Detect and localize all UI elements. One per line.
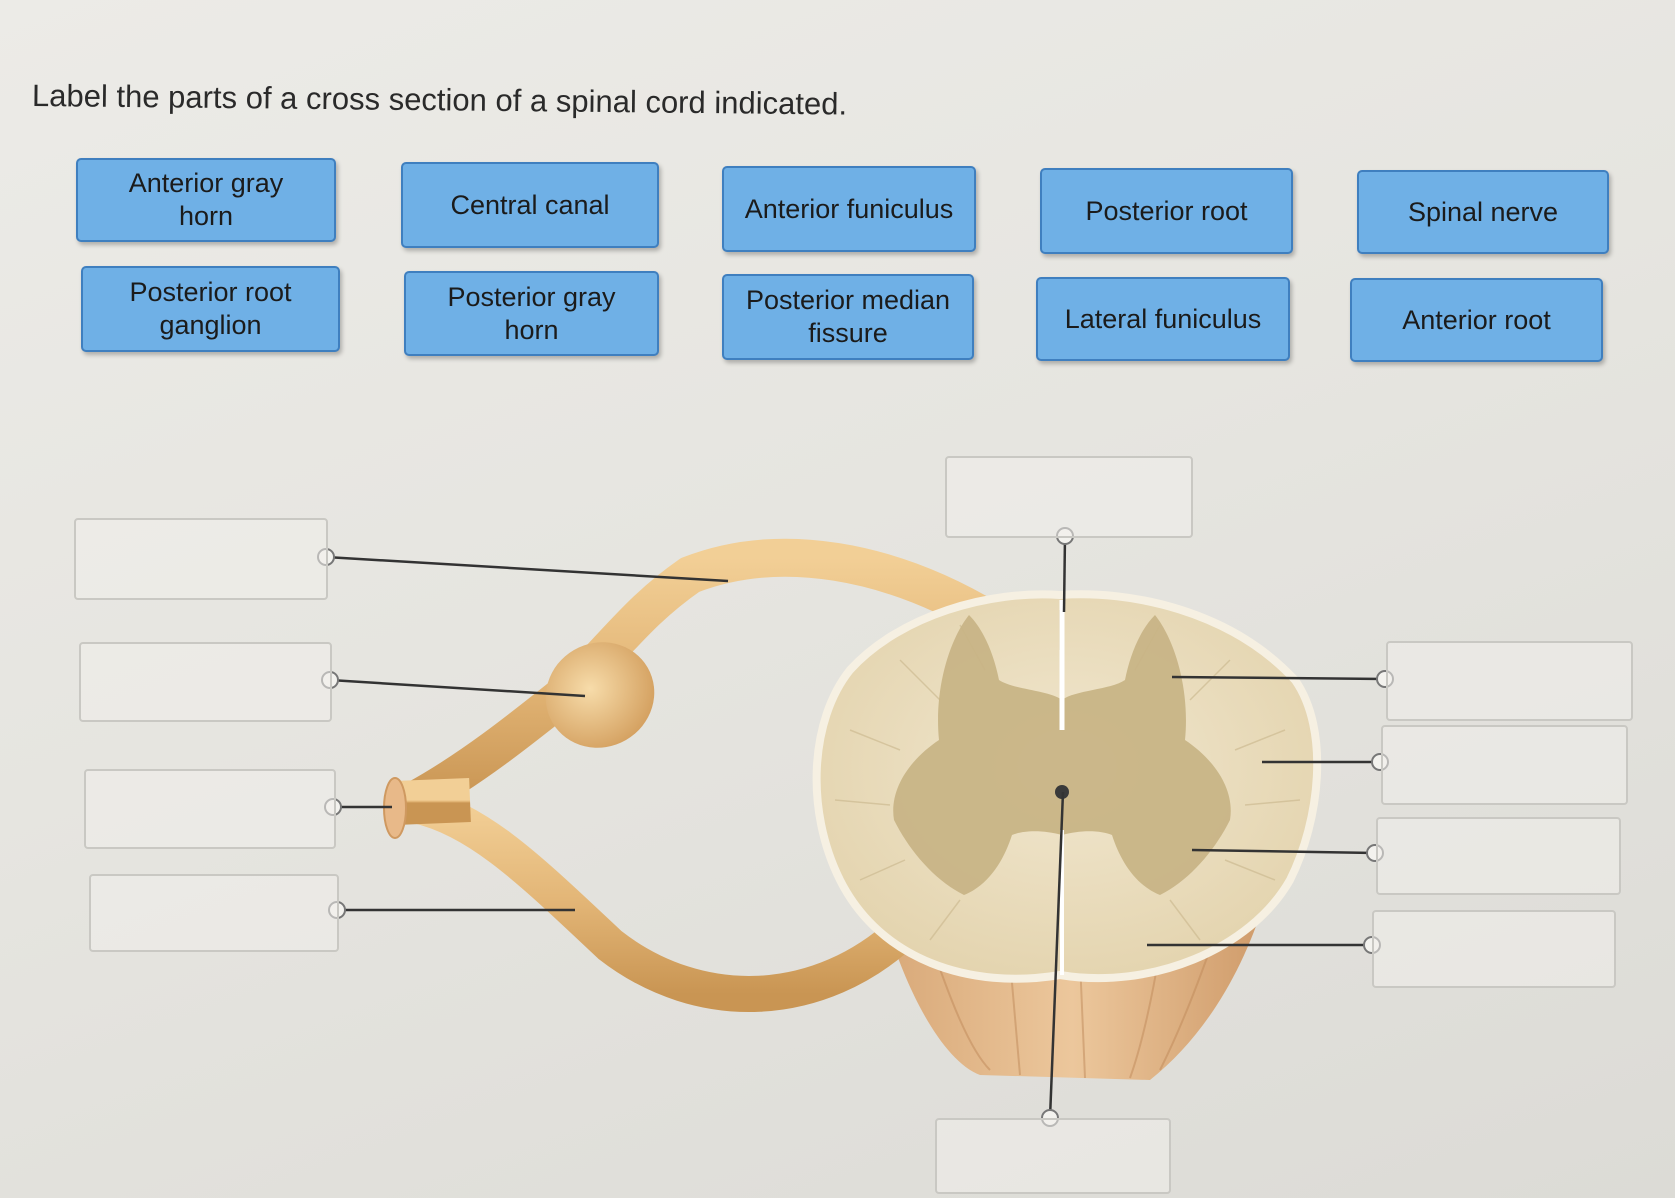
- posterior-root-nerve: [396, 538, 1009, 819]
- label-tile-lateral-funiculus[interactable]: Lateral funiculus: [1036, 277, 1290, 361]
- label-tile-central-canal[interactable]: Central canal: [401, 162, 659, 248]
- drop-zone-right-2[interactable]: [1381, 725, 1628, 805]
- drop-zone-right-4[interactable]: [1372, 910, 1616, 988]
- drop-zone-bottom[interactable]: [935, 1118, 1171, 1194]
- leader-line-left-1: [325, 555, 729, 583]
- label-tile-anterior-funiculus[interactable]: Anterior funiculus: [722, 166, 976, 252]
- gray-matter: [893, 615, 1231, 895]
- label-tile-spinal-nerve[interactable]: Spinal nerve: [1357, 170, 1609, 254]
- posterior-root-ganglion-shape: [545, 642, 655, 748]
- label-tile-anterior-gray-horn[interactable]: Anterior gray horn: [76, 158, 336, 242]
- drop-zone-left-4[interactable]: [89, 874, 339, 952]
- leader-line-right-1: [1171, 675, 1386, 681]
- drop-zone-left-1[interactable]: [74, 518, 328, 600]
- label-tile-posterior-root[interactable]: Posterior root: [1040, 168, 1293, 254]
- label-tile-posterior-gray-horn[interactable]: Posterior gray horn: [404, 271, 659, 356]
- leader-line-right-3: [1191, 848, 1376, 855]
- label-tile-posterior-root-ganglion[interactable]: Posterior root ganglion: [81, 266, 340, 352]
- drop-zone-left-3[interactable]: [84, 769, 336, 849]
- leader-line-left-2: [329, 678, 586, 698]
- anterior-root-nerve: [397, 787, 923, 1012]
- spinal-nerve-trunk: [394, 778, 471, 825]
- drop-zone-right-3[interactable]: [1376, 817, 1621, 895]
- label-tile-posterior-median-fissure[interactable]: Posterior median fissure: [722, 274, 974, 360]
- label-tile-anterior-root[interactable]: Anterior root: [1350, 278, 1603, 362]
- drop-zone-top[interactable]: [945, 456, 1193, 538]
- leader-line-top: [1062, 535, 1067, 613]
- drop-zone-left-2[interactable]: [79, 642, 332, 722]
- leader-line-bottom: [1048, 791, 1065, 1119]
- drop-zone-right-1[interactable]: [1386, 641, 1633, 721]
